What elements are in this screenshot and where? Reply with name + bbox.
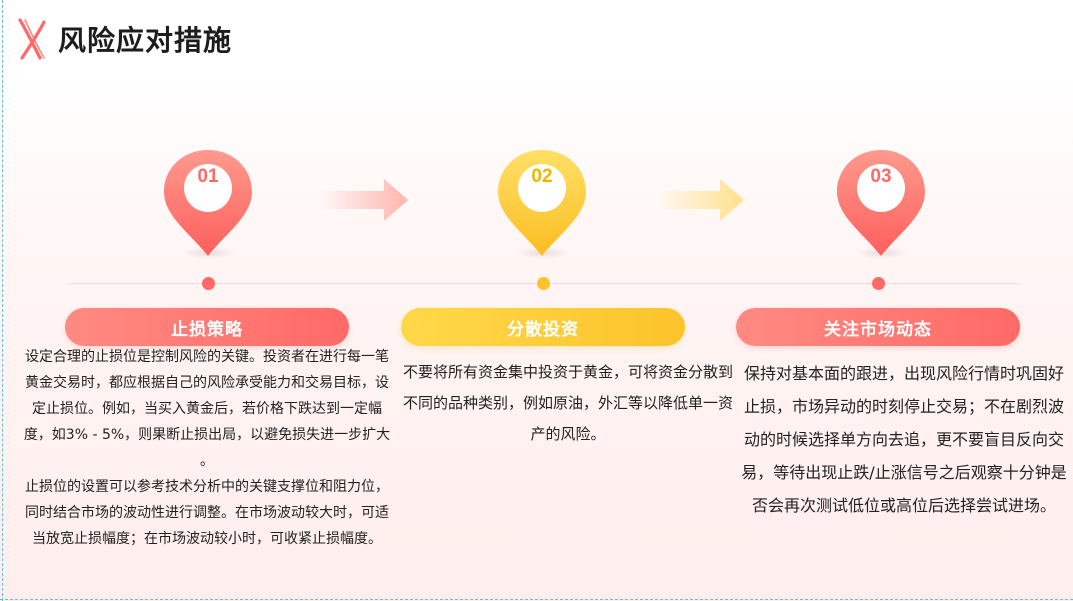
step-number: 01 xyxy=(197,166,219,187)
page-title: 风险应对措施 xyxy=(58,24,233,57)
step-1-description: 设定合理的止损位是控制风险的关键。投资者在进行每一笔黄金交易时，都应根据自己的风… xyxy=(22,344,392,552)
location-pin-icon xyxy=(837,150,925,256)
timeline-dot xyxy=(872,277,885,290)
location-pin-icon xyxy=(498,150,586,256)
arrow-right-icon xyxy=(656,179,744,221)
arrow-right-icon xyxy=(320,179,408,221)
step-3-description: 保持对基本面的跟进，出现风险行情时巩固好止损，市场异动的时刻停止交易；不在剧烈波… xyxy=(740,357,1068,522)
step-2-pin: 02 xyxy=(495,148,595,268)
timeline-dot xyxy=(537,277,550,290)
step-3-label: 关注市场动态 xyxy=(736,308,1020,346)
location-pin-icon xyxy=(164,150,252,256)
step-number: 03 xyxy=(870,166,892,187)
step-2-description: 不要将所有资金集中投资于黄金，可将资金分散到不同的品种类别，例如原油，外汇等以降… xyxy=(398,357,738,450)
timeline-dot xyxy=(202,277,215,290)
step-3-pin: 03 xyxy=(834,148,934,268)
description-paragraph: 止损位的设置可以参考技术分析中的关键支撑位和阻力位，同时结合市场的波动性进行调整… xyxy=(25,479,389,547)
step-1-pin: 01 xyxy=(161,148,261,268)
slide-header: 风险应对措施 xyxy=(16,14,232,64)
x-logo-icon xyxy=(18,18,46,60)
description-paragraph: 设定合理的止损位是控制风险的关键。投资者在进行每一笔黄金交易时，都应根据自己的风… xyxy=(23,349,391,469)
guide-line-left xyxy=(2,0,3,601)
step-2-label: 分散投资 xyxy=(401,308,685,346)
guide-line-bottom xyxy=(0,599,1073,600)
step-number: 02 xyxy=(531,166,553,187)
description-paragraph: 不要将所有资金集中投资于黄金，可将资金分散到不同的品种类别，例如原油，外汇等以降… xyxy=(402,363,733,443)
description-paragraph: 保持对基本面的跟进，出现风险行情时巩固好止损，市场异动的时刻停止交易；不在剧烈波… xyxy=(741,364,1067,515)
step-1-label: 止损策略 xyxy=(65,308,349,346)
